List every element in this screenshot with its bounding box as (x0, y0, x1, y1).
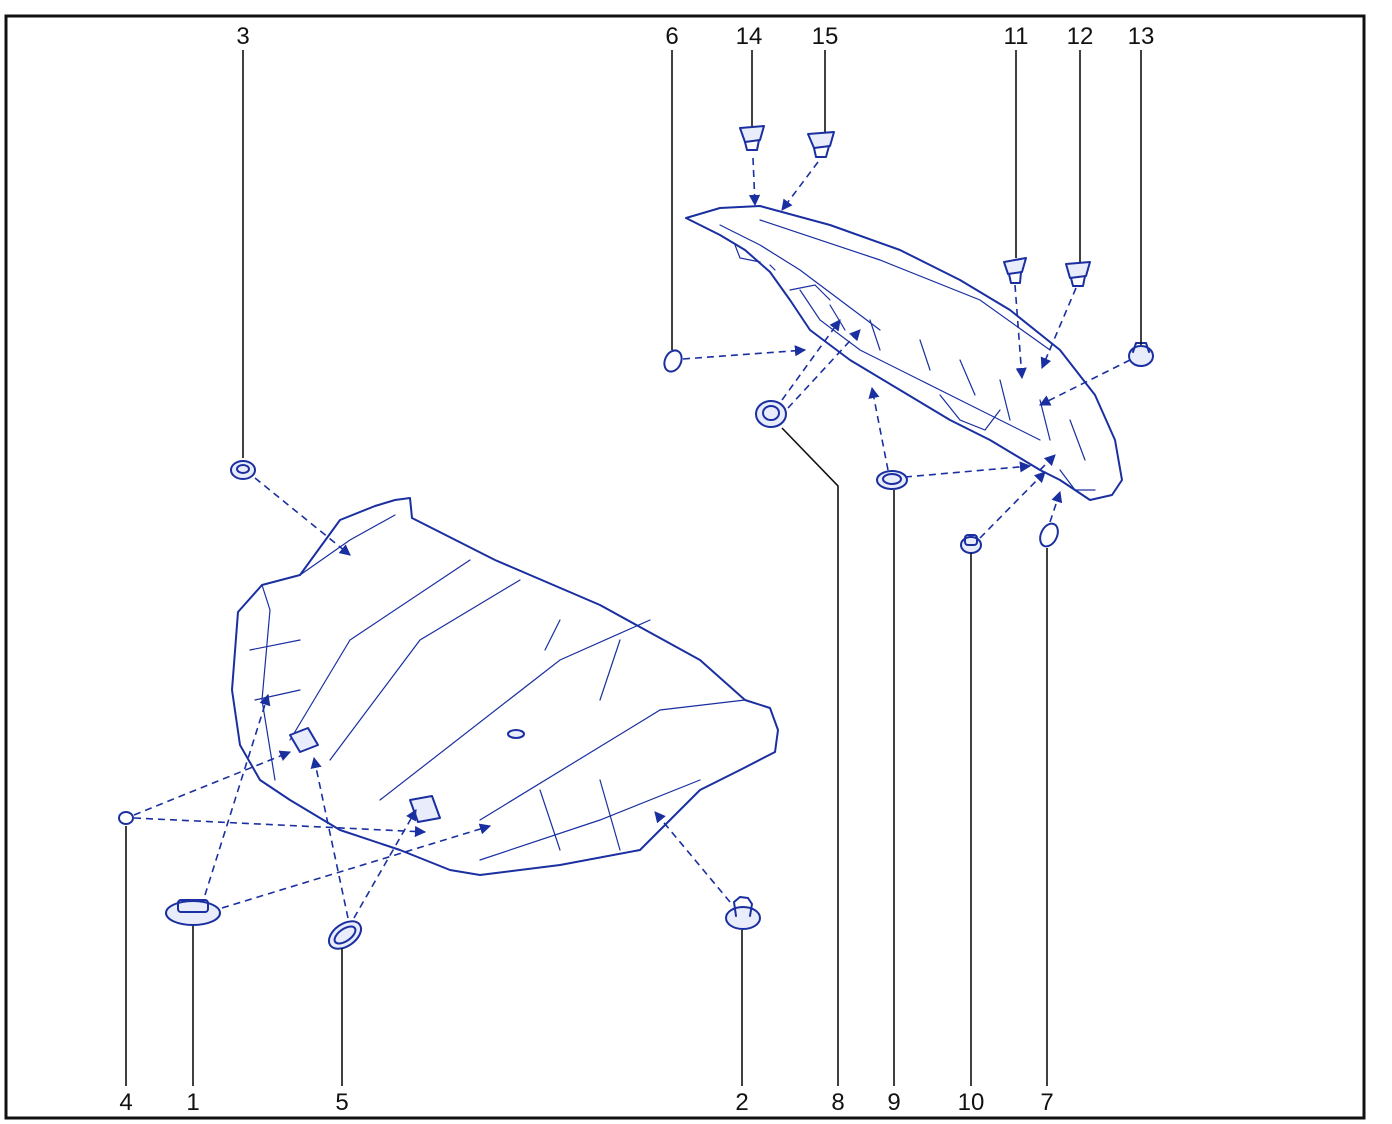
callout-1: 1 (186, 1089, 199, 1116)
assembly-arrows (133, 157, 1131, 919)
callout-13: 13 (1128, 23, 1155, 50)
grommet-8 (755, 400, 787, 428)
callout-8: 8 (831, 1089, 844, 1116)
clip-2 (725, 896, 761, 930)
hood-insulator (685, 205, 1123, 501)
plug-7 (1039, 522, 1059, 548)
hood-panel (231, 497, 779, 876)
callout-labels: 3 6 14 15 11 12 13 4 1 5 2 8 9 10 7 (119, 23, 1154, 1116)
clip-13 (1128, 342, 1154, 367)
callout-11: 11 (1004, 23, 1029, 50)
callout-2: 2 (735, 1089, 748, 1116)
leader-lines (125, 50, 1142, 1086)
clip-1 (165, 899, 221, 926)
clip-12 (1065, 261, 1091, 287)
clip-14 (739, 125, 765, 151)
plug-5 (327, 920, 363, 950)
plug-4 (118, 811, 134, 825)
callout-14: 14 (736, 23, 763, 50)
clip-15 (807, 131, 835, 158)
clip-10 (960, 534, 982, 554)
callout-12: 12 (1067, 23, 1094, 50)
plug-9 (876, 470, 908, 490)
callout-3: 3 (236, 23, 249, 50)
plug-6 (663, 349, 683, 373)
callout-5: 5 (335, 1089, 348, 1116)
callout-9: 9 (887, 1089, 900, 1116)
diagram-frame (4, 14, 1366, 1120)
callout-4: 4 (119, 1089, 132, 1116)
callout-7: 7 (1040, 1089, 1053, 1116)
clip-11 (1003, 257, 1027, 284)
callout-15: 15 (812, 23, 839, 50)
callout-6: 6 (665, 23, 678, 50)
callout-10: 10 (958, 1089, 985, 1116)
grommet-3 (230, 460, 256, 480)
